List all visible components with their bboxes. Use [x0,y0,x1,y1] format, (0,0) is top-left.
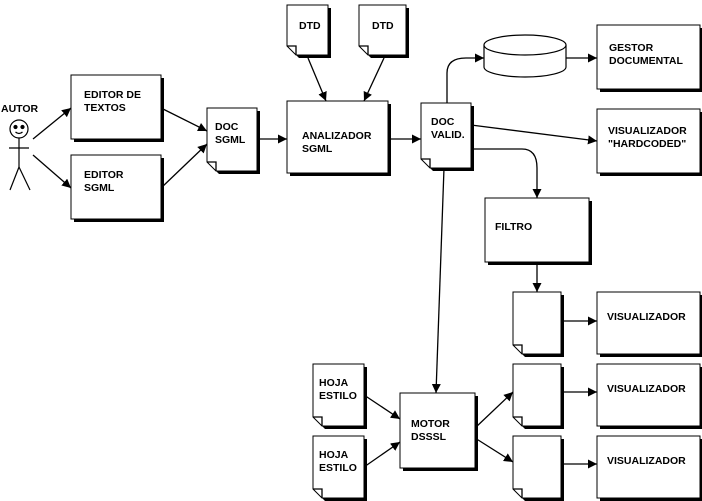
editor-sgml-box: EDITOR SGML [70,154,164,222]
output-document-3 [512,435,564,501]
dtd-document-1: DTD [286,4,331,58]
editor-textos-label-line1: EDITOR DE [84,89,141,101]
arrow-dtd1-to-analizador [307,57,327,102]
motor-label-line1: MOTOR [411,418,450,430]
doc-sgml-label-line2: SGML [215,134,246,146]
motor-label-line2: DSSSL [411,431,447,443]
analizador-sgml-box: ANALIZADOR SGML [286,100,391,176]
visualizador-hardcoded-label-line1: VISUALIZADOR [608,125,687,137]
filtro-label: FILTRO [495,221,532,233]
arrow-autor-to-editor-textos [32,107,72,140]
arrow-docvalid-to-hardcoded [470,124,598,145]
connector-arrows [32,53,598,469]
hoja-estilo-1-line2: ESTILO [319,390,357,402]
editor-textos-label-line2: TEXTOS [84,102,126,114]
visualizador-2-label: VISUALIZADOR [607,383,686,395]
arrow-dtd2-to-analizador [363,57,385,102]
gestor-label-line1: GESTOR [609,42,654,54]
hoja-estilo-document-2: HOJA ESTILO [312,435,367,501]
visualizador-1-label: VISUALIZADOR [607,311,686,323]
dtd-1-label: DTD [299,20,321,32]
dtd-2-label: DTD [372,20,394,32]
arrow-hoja1-to-motor [363,394,401,420]
doc-valid-label-line1: DOC [431,116,455,128]
doc-sgml-document: DOC SGML [206,107,260,174]
arrow-autor-to-editor-sgml [32,154,72,189]
gestor-label-line2: DOCUMENTAL [609,55,683,67]
output-document-1 [512,291,564,357]
author-label: AUTOR [1,103,39,115]
doc-valid-label-line2: VALID. [431,129,465,141]
arrow-docvalid-to-database [446,53,484,103]
visualizador-box-3: VISUALIZADOR [596,435,702,501]
arrow-motor-to-output-doc2 [474,391,514,429]
arrow-hoja2-to-motor [363,441,401,468]
visualizador-hardcoded-label-line2: "HARDCODED" [608,138,686,150]
doc-sgml-label-line1: DOC [215,121,239,133]
author-actor: AUTOR [1,103,39,191]
arrow-editor-textos-to-doc [160,107,208,132]
visualizador-box-2: VISUALIZADOR [596,363,702,429]
gestor-documental-box: GESTOR DOCUMENTAL [596,24,702,92]
analizador-label-line2: SGML [302,143,333,155]
stick-figure-icon [9,119,31,191]
arrow-docvalid-to-motor [431,167,445,394]
visualizador-3-label: VISUALIZADOR [607,455,686,467]
arrow-docvalid-to-filtro [471,148,542,198]
hoja-estilo-1-line1: HOJA [319,377,349,389]
motor-dsssl-box: MOTOR DSSSL [399,392,478,471]
doc-valid-document: DOC VALID. [420,102,474,171]
hoja-estilo-2-line2: ESTILO [319,462,357,474]
visualizador-hardcoded-box: VISUALIZADOR "HARDCODED" [596,108,702,176]
database-cylinder-icon [483,34,567,78]
editor-sgml-label-line2: SGML [84,182,115,194]
editor-textos-box: EDITOR DE TEXTOS [70,74,164,142]
hoja-estilo-2-line1: HOJA [319,449,349,461]
analizador-label-line1: ANALIZADOR [302,130,372,142]
output-document-2 [512,363,564,429]
arrow-motor-to-output-doc3 [474,437,514,463]
hoja-estilo-document-1: HOJA ESTILO [312,363,367,429]
filtro-box: FILTRO [484,197,592,265]
arrow-editor-sgml-to-doc [160,143,208,189]
dtd-document-2: DTD [358,4,409,58]
editor-sgml-label-line1: EDITOR [84,169,124,181]
visualizador-box-1: VISUALIZADOR [596,291,702,357]
